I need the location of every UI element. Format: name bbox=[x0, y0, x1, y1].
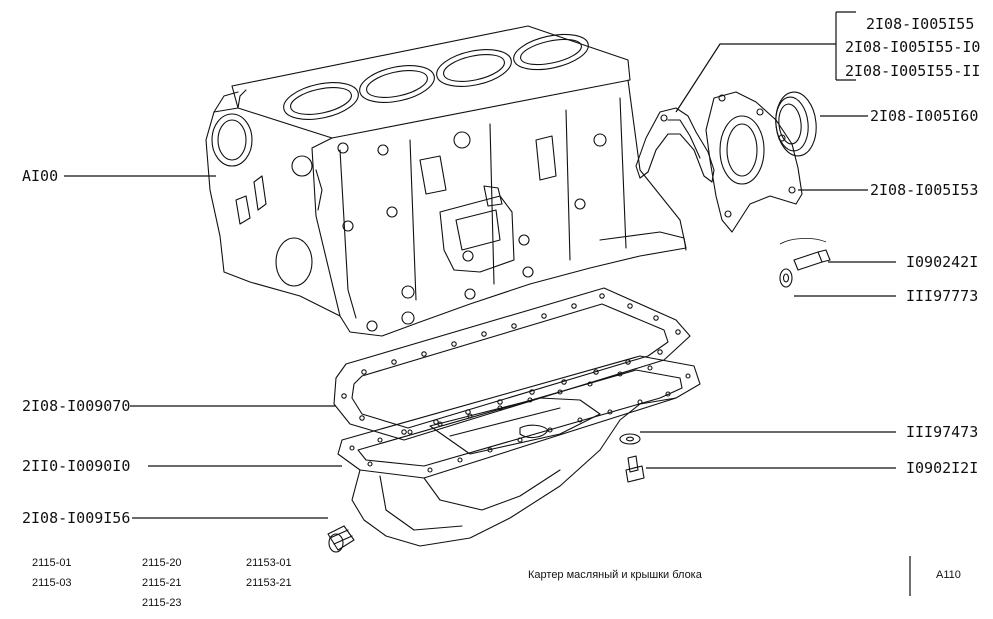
model-code: 2115-03 bbox=[32, 577, 72, 589]
callout-bolt-pan: I0902I2I bbox=[906, 459, 978, 477]
sheet-code: A110 bbox=[936, 569, 961, 581]
callout-seal-holder-3: 2I08-I005I55-II bbox=[845, 62, 980, 80]
callout-block: AI00 bbox=[22, 167, 58, 185]
callout-washer-rear: III97773 bbox=[906, 287, 978, 305]
callout-seal-holder-2: 2I08-I005I55-I0 bbox=[845, 38, 980, 56]
callout-seal-holder-1: 2I08-I005I55 bbox=[866, 15, 974, 33]
callout-washer-pan: III97473 bbox=[906, 423, 978, 441]
model-code: 2115-20 bbox=[142, 557, 182, 569]
callout-bolt-rear: I090242I bbox=[906, 253, 978, 271]
rear-cover-drawing bbox=[635, 91, 831, 288]
model-code: 21153-21 bbox=[246, 577, 292, 589]
diagram-caption: Картер масляный и крышки блока bbox=[528, 569, 703, 581]
drain-plug-drawing bbox=[327, 525, 355, 553]
leader-lines bbox=[64, 11, 911, 596]
model-code: 2115-21 bbox=[142, 577, 182, 589]
model-code: 2115-23 bbox=[142, 597, 182, 609]
model-code: 2115-01 bbox=[32, 557, 72, 569]
pan-bolt-drawing bbox=[619, 433, 645, 483]
callout-seal-gasket: 2I08-I005I53 bbox=[870, 181, 978, 199]
pan-gasket-drawing bbox=[333, 287, 691, 441]
engine-block-drawing bbox=[205, 25, 687, 337]
callout-drain-plug: 2I08-I009I56 bbox=[22, 509, 130, 527]
model-code: 21153-01 bbox=[246, 557, 292, 569]
callout-oil-seal: 2I08-I005I60 bbox=[870, 107, 978, 125]
callout-oil-pan: 2II0-I0090I0 bbox=[22, 457, 130, 475]
oil-pan-drawing bbox=[337, 355, 701, 547]
callout-pan-gasket: 2I08-I009070 bbox=[22, 397, 130, 415]
